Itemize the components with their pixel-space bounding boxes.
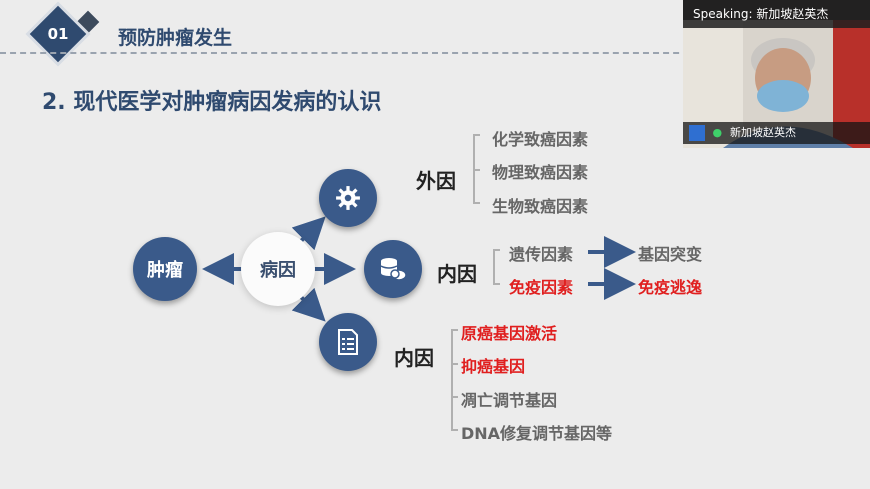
microphone-icon[interactable]: ● [712, 126, 723, 139]
internal-1-label: 内因 [437, 262, 477, 286]
external-label: 外因 [416, 169, 456, 193]
gear-icon [319, 169, 377, 227]
external-item-biological: 生物致癌因素 [492, 197, 589, 216]
tumor-label: 肿瘤 [147, 260, 183, 281]
internal-1-mutation: 基因突变 [638, 245, 703, 264]
internal-1-genetic: 遗传因素 [509, 245, 574, 264]
external-item-physical: 物理致癌因素 [492, 163, 589, 182]
speaking-indicator: Speaking: 新加坡赵英杰 [683, 0, 870, 28]
database-cloud-icon [364, 240, 422, 298]
document-list-icon [319, 313, 377, 371]
section-title: 预防肿瘤发生 [118, 27, 233, 49]
participant-nameplate: ● 新加坡赵英杰 [683, 122, 870, 144]
cause-node: 病因 [241, 232, 315, 306]
internal-2-oncogene: 原癌基因激活 [461, 324, 558, 343]
internal-2-dna-repair: DNA修复调节基因等 [461, 424, 613, 443]
internal-2-suppressor: 抑癌基因 [461, 357, 526, 376]
section-number: 01 [47, 25, 69, 43]
header-divider [0, 52, 870, 54]
user-icon [689, 125, 705, 141]
internal-2-label: 内因 [394, 346, 434, 370]
external-item-chemical: 化学致癌因素 [492, 130, 589, 149]
slide-subtitle: 2. 现代医学对肿瘤病因发病的认识 [42, 90, 382, 115]
cause-label: 病因 [260, 260, 296, 281]
internal-1-escape: 免疫逃逸 [638, 278, 703, 297]
arrow-to-internal-2 [291, 287, 326, 322]
arrow-to-external [291, 216, 326, 251]
participant-name: 新加坡赵英杰 [730, 126, 796, 139]
internal-1-immune: 免疫因素 [509, 278, 574, 297]
tumor-node: 肿瘤 [133, 237, 197, 301]
internal-2-apoptosis: 凋亡调节基因 [461, 391, 558, 410]
